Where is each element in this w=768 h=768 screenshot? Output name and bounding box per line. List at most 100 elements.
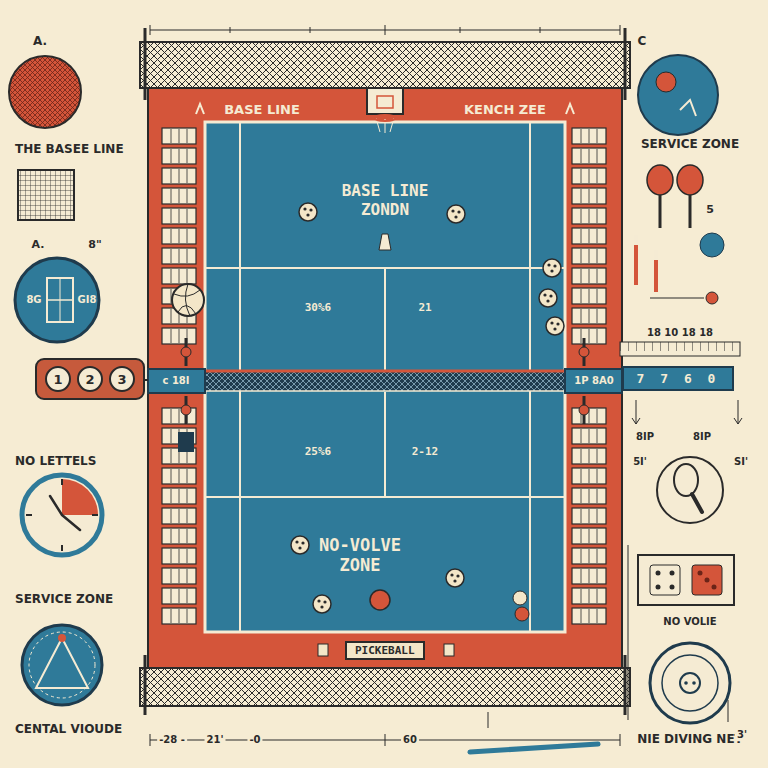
hoop-part bbox=[377, 96, 393, 108]
top-fence-part bbox=[140, 42, 630, 88]
top-fence-part bbox=[150, 25, 620, 35]
court-text: NO-VOLVE ZONE bbox=[295, 535, 425, 576]
icon-caption: SERVICE ZONE bbox=[641, 138, 739, 152]
dimension: 8IP bbox=[693, 431, 711, 443]
court-surface bbox=[148, 88, 622, 668]
court-surface-part bbox=[205, 122, 565, 632]
plate-markers-part bbox=[444, 644, 454, 656]
bottom-dimension-part bbox=[470, 744, 598, 752]
right-icons bbox=[620, 55, 742, 723]
court-text: 2-12 bbox=[395, 445, 455, 458]
left-icons-part bbox=[60, 278, 61, 322]
net-part bbox=[205, 370, 565, 373]
number-disc: 2 bbox=[77, 366, 103, 392]
icon-caption: CENTAL VIOUDE bbox=[15, 723, 122, 737]
right-icons-part bbox=[638, 55, 718, 135]
right-icons-part bbox=[670, 571, 675, 576]
right-icons-part bbox=[638, 555, 734, 605]
right-icons-part bbox=[656, 585, 661, 590]
net-part bbox=[565, 369, 622, 393]
court-text: BASE LINE ZONDN bbox=[315, 181, 455, 219]
balls-part bbox=[447, 205, 465, 223]
net-part bbox=[579, 347, 589, 357]
court-area: BASE LINE ZONDN30%62125%62-12NO-VOLVE ZO… bbox=[150, 90, 620, 665]
balls-part bbox=[174, 284, 200, 316]
number-panel: 123 bbox=[35, 358, 145, 400]
hoop bbox=[367, 88, 403, 133]
callout-letter: C bbox=[638, 35, 647, 49]
left-icons-part bbox=[29, 632, 95, 698]
balls-part bbox=[543, 259, 561, 277]
court-heading: BASE LINE bbox=[224, 103, 300, 118]
balls-part bbox=[291, 536, 309, 554]
right-icons-part bbox=[656, 571, 661, 576]
dimension: SI' bbox=[734, 456, 748, 468]
left-icons-part bbox=[22, 475, 102, 555]
left-icons-part bbox=[58, 634, 66, 642]
right-icons-part bbox=[650, 565, 680, 595]
balls-part bbox=[299, 203, 317, 221]
balls-part bbox=[172, 284, 204, 316]
right-icons-part bbox=[650, 643, 730, 723]
balls-part bbox=[513, 591, 527, 605]
balls-part bbox=[370, 590, 390, 610]
bleachers-part bbox=[570, 126, 608, 346]
net-part bbox=[579, 405, 589, 415]
left-icons-part bbox=[36, 638, 88, 688]
balls-part bbox=[515, 607, 529, 621]
right-icons-part bbox=[680, 100, 696, 116]
ruler-scale: 18 10 18 18 bbox=[647, 327, 713, 339]
icon-number: GI8 bbox=[78, 294, 97, 306]
name-plate: PICKEBALL bbox=[345, 641, 425, 660]
court-surface-part bbox=[205, 122, 565, 632]
hoop-part bbox=[375, 115, 395, 121]
bleachers-part bbox=[160, 406, 198, 626]
dimension: 3' bbox=[735, 729, 749, 741]
cone-part bbox=[379, 234, 391, 250]
left-icons bbox=[9, 56, 148, 705]
right-icons-part bbox=[684, 681, 688, 685]
left-icons-part bbox=[18, 170, 74, 220]
node-text: PICKEBALL bbox=[355, 644, 415, 657]
balls bbox=[172, 203, 564, 621]
plate-markers bbox=[318, 644, 454, 656]
court-heading: KENCH ZEE bbox=[464, 103, 546, 118]
bottom-dimension-part bbox=[728, 700, 729, 722]
left-icons-part bbox=[9, 56, 81, 128]
court-text: 30%6 bbox=[288, 301, 348, 314]
right-icons-part bbox=[700, 233, 724, 257]
dimension: -28 - bbox=[157, 734, 187, 746]
left-icons-part bbox=[26, 479, 98, 551]
bottom-dimension-part bbox=[150, 734, 620, 746]
dimension: 8" bbox=[88, 239, 101, 252]
bottom-fence-part bbox=[140, 668, 630, 706]
balls-part bbox=[539, 289, 557, 307]
callout-letter: A. bbox=[32, 239, 45, 252]
balls-part bbox=[446, 569, 464, 587]
left-icons-part bbox=[22, 625, 102, 705]
net-label: c 18I bbox=[162, 375, 189, 387]
node-text: 7 7 6 0 bbox=[637, 371, 720, 386]
right-icons-part bbox=[628, 545, 629, 720]
court-text: 25%6 bbox=[288, 445, 348, 458]
icon-caption: NO LETTELS bbox=[15, 455, 96, 469]
net-part bbox=[178, 432, 194, 452]
dimension: 5I' bbox=[633, 456, 647, 468]
net-part bbox=[205, 371, 565, 391]
right-icons-part bbox=[677, 165, 703, 195]
net-part bbox=[148, 369, 205, 393]
net bbox=[148, 338, 622, 452]
net-label: 1P 8A0 bbox=[574, 375, 613, 387]
right-icons-part bbox=[692, 681, 696, 685]
icon-caption: SERVICE ZONE bbox=[15, 593, 113, 607]
top-fence-part bbox=[144, 28, 147, 100]
bottom-dimension-part bbox=[488, 712, 489, 728]
balls-part bbox=[313, 595, 331, 613]
right-icons-part bbox=[698, 571, 703, 576]
right-icons-part bbox=[692, 565, 722, 595]
right-icons-part bbox=[706, 292, 718, 304]
left-icons-part bbox=[50, 496, 80, 530]
callout-number: 5 bbox=[706, 204, 714, 217]
dimension: 21' bbox=[205, 734, 226, 746]
right-icons-part bbox=[632, 400, 742, 424]
